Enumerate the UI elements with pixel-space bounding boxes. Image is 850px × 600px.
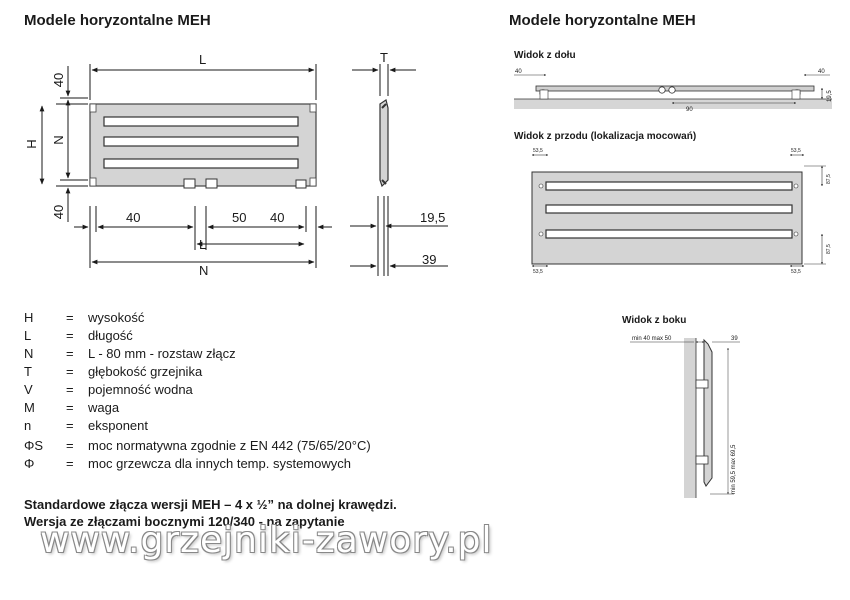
legend-definition: długość	[88, 328, 133, 343]
dim-19-5: 19,5	[420, 210, 445, 225]
legend-equals: =	[66, 328, 74, 343]
connector	[205, 178, 218, 189]
radiator-slot	[103, 116, 299, 127]
dim-39: 39	[731, 336, 738, 342]
note-side-connections: Wersja ze złączami bocznymi 120/340 - na…	[24, 514, 345, 529]
legend-definition: L - 80 mm - rozstaw złącz	[88, 346, 236, 361]
left-title: Modele horyzontalne MEH	[24, 12, 211, 29]
dim-40-right: 40	[818, 69, 825, 75]
dim-39: 39	[422, 252, 436, 267]
side-mount-labels: min 40 max 50 39 min 59,5 max 69,5	[632, 336, 738, 494]
legend-definition: pojemność wodna	[88, 382, 193, 397]
wall	[684, 338, 696, 498]
dim-53-5: 53,5	[791, 148, 801, 154]
dim-40-left: 40	[515, 69, 522, 75]
bottom-view-labels: 40 40 90 19,5	[515, 69, 833, 113]
legend-symbol: L	[24, 328, 32, 343]
radiator-slot	[103, 136, 299, 147]
side-view	[350, 64, 448, 276]
legend-definition: moc normatywna zgodnie z EN 442 (75/65/2…	[88, 438, 371, 453]
dim-40-top: 40	[51, 73, 66, 87]
dim-top: min 40 max 50	[632, 336, 672, 342]
dim-L-bottom: L	[199, 237, 206, 252]
dim-H: H	[24, 139, 39, 148]
radiator-slot	[103, 158, 299, 169]
dim-L-top: L	[199, 52, 206, 67]
dim-53-5: 53,5	[533, 269, 543, 275]
front-view	[39, 64, 332, 268]
bottom-view-title: Widok z dołu	[514, 50, 576, 61]
legend-equals: =	[66, 346, 74, 361]
front-mount-labels: 53,5 53,5 53,5 53,5 87,5 87,5	[533, 148, 832, 275]
dim-40-right: 40	[270, 210, 284, 225]
legend-symbol: T	[24, 364, 32, 379]
dim-87-5: 87,5	[826, 174, 832, 184]
legend-equals: =	[66, 418, 74, 433]
side-view-labels: T 19,5 39	[380, 50, 445, 267]
legend-symbol: V	[24, 382, 33, 397]
dim-40-bottom: 40	[51, 205, 66, 219]
front-view-labels: L 40 H N 40 40 50 40 L N	[24, 52, 284, 278]
dim-19-5: 19,5	[827, 90, 833, 102]
dim-N-vertical: N	[51, 135, 66, 144]
side-mount-view	[630, 338, 740, 498]
legend-definition: głębokość grzejnika	[88, 364, 203, 379]
legend-equals: =	[66, 456, 74, 471]
legend-symbol: ΦS	[24, 438, 44, 453]
dim-53-5: 53,5	[533, 148, 543, 154]
legend-definition: moc grzewcza dla innych temp. systemowyc…	[88, 456, 351, 471]
dim-T: T	[380, 50, 388, 65]
legend-equals: =	[66, 400, 74, 415]
legend-symbol: n	[24, 418, 32, 433]
right-title: Modele horyzontalne MEH	[509, 12, 696, 29]
legend-symbol: H	[24, 310, 34, 325]
legend-equals: =	[66, 438, 74, 453]
dim-87-5: 87,5	[826, 244, 832, 254]
dim-53-5: 53,5	[791, 269, 801, 275]
legend-definition: wysokość	[88, 310, 145, 325]
legend-symbol: M	[24, 400, 35, 415]
dim-90: 90	[686, 107, 693, 113]
side-mount-view-title: Widok z boku	[622, 315, 687, 326]
legend-symbol: N	[24, 346, 34, 361]
note-standard-connections: Standardowe złącza wersji MEH – 4 x ½” n…	[24, 497, 397, 512]
connector	[295, 179, 307, 189]
dim-vertical: min 59,5 max 69,5	[731, 444, 737, 494]
dim-N-bottom: N	[199, 263, 208, 278]
front-mount-view	[531, 154, 826, 267]
legend-symbol: Φ	[24, 456, 35, 471]
legend-definition: eksponent	[88, 418, 148, 433]
dim-50: 50	[232, 210, 246, 225]
radiator-profile	[379, 99, 389, 188]
legend-equals: =	[66, 364, 74, 379]
connector	[183, 178, 196, 189]
dim-40-left: 40	[126, 210, 140, 225]
bottom-view	[514, 74, 832, 109]
legend-equals: =	[66, 310, 74, 325]
radiator-side	[703, 338, 713, 487]
legend-definition: waga	[88, 400, 120, 415]
front-mount-view-title: Widok z przodu (lokalizacja mocowań)	[514, 131, 697, 142]
legend-equals: =	[66, 382, 74, 397]
watermark: www.grzejniki-zawory.pl	[40, 520, 493, 561]
